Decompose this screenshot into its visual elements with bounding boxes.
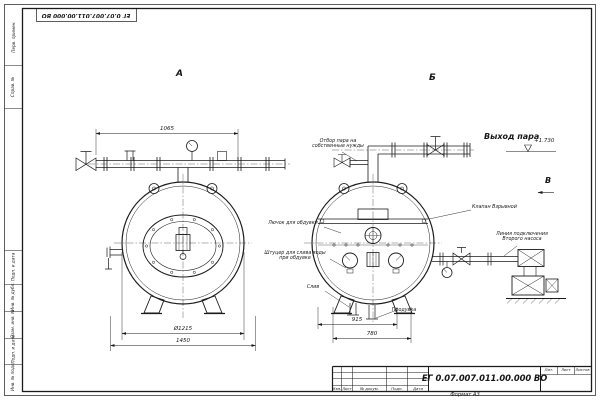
view-a-label: А	[176, 69, 183, 79]
pump-assembly	[432, 247, 566, 304]
view-a-gauge	[186, 140, 198, 152]
view-a-piping	[75, 140, 286, 182]
dim-780: 780	[366, 330, 378, 337]
elevation-label: +1.730	[534, 138, 555, 144]
tb-col-podp: Подп.	[391, 385, 403, 391]
explosion-valve-shape	[357, 208, 389, 220]
view-v-label: В	[545, 176, 552, 185]
frame-label-podp-data-2: Подп. и дата	[10, 334, 16, 364]
pressure-gauge	[441, 267, 453, 278]
view-b-label: Б	[429, 73, 436, 83]
note-drain-fitting: Штуцер для слива воды при обдувке	[264, 251, 326, 262]
view-b-piping	[333, 136, 556, 195]
pump-motor	[545, 278, 559, 293]
title-block	[331, 365, 592, 392]
dim-915: 915	[351, 316, 363, 323]
view-a-vessel	[105, 181, 245, 315]
sheet-frame	[4, 4, 596, 396]
pump-body	[511, 275, 545, 296]
note-steam-takeoff: Отбор пара на собственные нужды	[312, 139, 364, 150]
note-blowdown: Продувка	[391, 308, 417, 313]
top-stamp-box	[36, 8, 137, 22]
manhole-bolts	[145, 218, 221, 274]
tb-col-izm: Изм.	[332, 385, 342, 391]
note-blow-hatch: Лючок для обдувки	[268, 221, 318, 226]
view-b-bottom-stubs	[347, 303, 378, 320]
frame-label-perv-primen: Перв. примен.	[11, 21, 16, 53]
frame-label-inv-dubl: Инв. № дубл.	[10, 282, 15, 311]
dim-1450: 1450	[176, 337, 190, 344]
note-pump-line: Линия подключения Второго насоса	[496, 232, 548, 243]
tb-col-dokum: № докум.	[360, 385, 379, 391]
frame-label-inv-podl: Инв. № подл.	[10, 362, 15, 391]
steam-valve	[426, 143, 445, 157]
elevation-mark	[523, 144, 533, 153]
top-stamp-doc-number: ЕГ 0.07.007.011.00.000 ВО	[41, 11, 131, 18]
title-block-doc-number: ЕГ 0.07.007.011.00.000 ВО	[421, 373, 548, 384]
centerlines	[88, 149, 474, 324]
frame-label-sprav: Справ. №	[10, 76, 15, 98]
dimension-lines	[95, 129, 412, 351]
tb-cell-lit: Лит.	[544, 367, 554, 372]
tb-col-data: Дата	[413, 385, 423, 391]
pump-line-valve	[452, 252, 471, 266]
view-a-side-stub	[105, 246, 122, 270]
tb-cell-listov: Листов	[575, 367, 590, 372]
view-a-valve	[75, 157, 97, 172]
gauge-left	[342, 252, 358, 269]
gauge-right	[388, 252, 404, 269]
tb-cell-list: Лист	[561, 367, 571, 372]
note-drain: Слив	[306, 285, 320, 290]
steam-outlet-label: Выход пара	[484, 132, 540, 141]
tb-col-list: Лист	[342, 385, 352, 391]
footer-format-label: Формат А3	[450, 391, 480, 398]
frame-label-podp-data-1: Подп. и дата	[10, 252, 16, 282]
note-explosion-valve: Клапан Взрывной	[472, 205, 517, 210]
dim-1065: 1065	[160, 125, 174, 132]
leader-lines	[323, 151, 518, 319]
takeoff-valve	[333, 157, 351, 168]
dim-diameter: Ø1215	[173, 325, 193, 332]
